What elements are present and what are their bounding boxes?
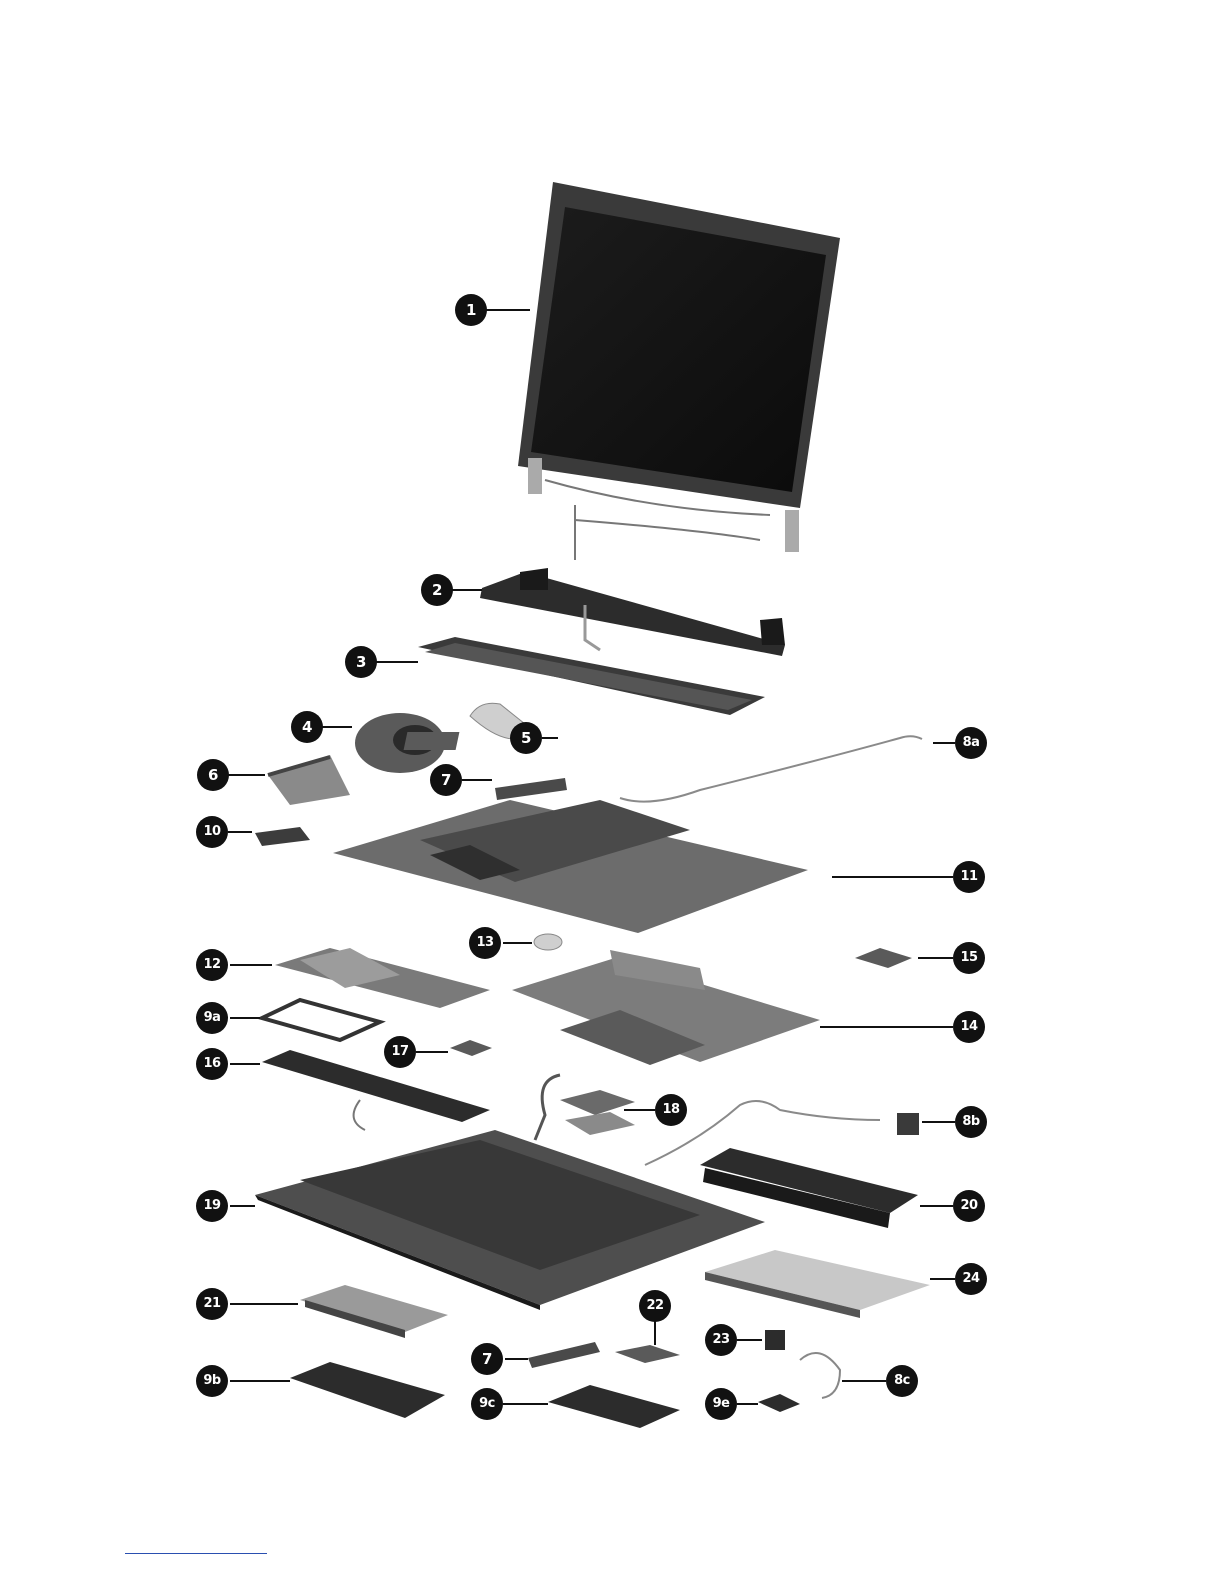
memory-module-part-1: [495, 778, 567, 800]
antenna-cable-8a-part: [620, 736, 922, 801]
callout-16: 16: [196, 1048, 228, 1080]
callout-6: 6: [197, 759, 229, 791]
cable-8c-part: [800, 1353, 840, 1398]
top-cover-part: [333, 800, 808, 933]
callout-11: 11: [953, 861, 985, 893]
optical-drive-part: [705, 1250, 930, 1318]
callout-9c: 9c: [471, 1388, 503, 1420]
callout-5: 5: [510, 722, 542, 754]
bracket-9a-part: [262, 1000, 380, 1040]
card-22-part: [615, 1345, 680, 1363]
rtc-battery-part: [534, 934, 562, 950]
base-enclosure-part: [255, 1130, 765, 1310]
keyboard-part: [418, 637, 765, 739]
system-board-part: [512, 950, 820, 1065]
callout-21: 21: [196, 1288, 228, 1320]
cover-9c-part: [548, 1385, 680, 1428]
callout-13: 13: [469, 927, 501, 959]
wireless-module-part: [855, 948, 912, 968]
callout-9b: 9b: [196, 1365, 228, 1397]
callout-19: 19: [196, 1190, 228, 1222]
callout-8c: 8c: [886, 1365, 918, 1397]
callout-7-lower: 7: [471, 1343, 503, 1375]
processor-part: [255, 827, 310, 846]
connector-8b-part: [897, 1113, 919, 1135]
part-23: [765, 1330, 785, 1350]
chip-17-part: [450, 1040, 492, 1056]
callout-14: 14: [953, 1011, 985, 1043]
callout-4: 4: [291, 711, 323, 743]
callout-7-upper: 7: [430, 764, 462, 796]
callout-10: 10: [196, 816, 228, 848]
callout-22: 22: [639, 1290, 671, 1322]
callout-20: 20: [953, 1190, 985, 1222]
callout-8b: 8b: [955, 1106, 987, 1138]
callout-2: 2: [421, 574, 453, 606]
heat-sink-part: [268, 755, 350, 805]
callout-3: 3: [345, 646, 377, 678]
expansion-board-part: [275, 948, 490, 1008]
cover-9e-part: [758, 1394, 800, 1412]
cover-9b-part: [290, 1362, 445, 1418]
callout-17: 17: [384, 1036, 416, 1068]
callout-8a: 8a: [955, 727, 987, 759]
modem-module-part: [404, 732, 460, 750]
callout-1: 1: [455, 294, 487, 326]
callout-9a: 9a: [196, 1002, 228, 1034]
footer-rule: [125, 1553, 267, 1554]
callout-24: 24: [955, 1263, 987, 1295]
display-assembly-part: [518, 182, 840, 560]
hard-drive-part: [300, 1285, 448, 1338]
callout-15: 15: [953, 942, 985, 974]
audio-board-part: [535, 1075, 635, 1140]
callout-12: 12: [196, 949, 228, 981]
speaker-assembly-part: [262, 1050, 490, 1130]
callout-9e: 9e: [705, 1388, 737, 1420]
callout-23: 23: [705, 1324, 737, 1356]
switch-cover-part: [480, 568, 785, 656]
memory-module-part-2: [528, 1342, 600, 1368]
callout-18: 18: [655, 1094, 687, 1126]
